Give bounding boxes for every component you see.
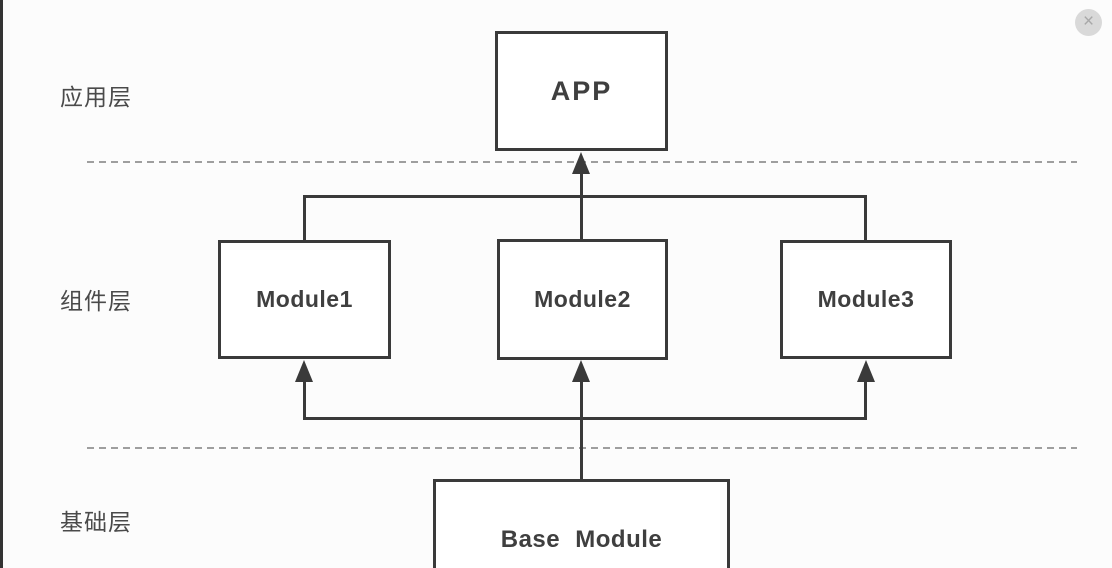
node-module2-label: Module2 xyxy=(534,286,631,312)
layer-label-base: 基础层 xyxy=(60,509,132,535)
layer-label-application: 应用层 xyxy=(60,84,132,110)
node-module1: Module1 xyxy=(218,240,391,359)
arrow-up-into-module3-icon xyxy=(857,360,875,382)
node-module2: Module2 xyxy=(497,239,668,360)
layer-label-component: 组件层 xyxy=(60,288,132,314)
left-edge-strip xyxy=(0,0,3,568)
connector-bottom-horizontal xyxy=(303,417,867,420)
node-app: APP xyxy=(495,31,668,151)
node-base-module-label: Base Module xyxy=(500,526,663,553)
node-base-module: Base Module xyxy=(433,479,730,568)
close-icon[interactable]: × xyxy=(1075,9,1102,36)
connector-module3-to-bus-top xyxy=(864,195,867,241)
connector-top-horizontal xyxy=(303,195,867,198)
connector-module2-to-app xyxy=(580,158,583,241)
arrow-up-into-module1-icon xyxy=(295,360,313,382)
node-module1-label: Module1 xyxy=(256,286,353,312)
arrow-up-into-module2-icon xyxy=(572,360,590,382)
connector-bus-bottom-to-module3 xyxy=(864,370,867,419)
connector-base-to-module2 xyxy=(580,370,583,482)
connector-bus-bottom-to-module1 xyxy=(303,370,306,419)
connector-module1-to-bus-top xyxy=(303,195,306,241)
node-module3: Module3 xyxy=(780,240,952,359)
node-module3-label: Module3 xyxy=(817,286,915,312)
arrow-up-into-app-icon xyxy=(572,152,590,174)
node-app-label: APP xyxy=(550,75,613,106)
